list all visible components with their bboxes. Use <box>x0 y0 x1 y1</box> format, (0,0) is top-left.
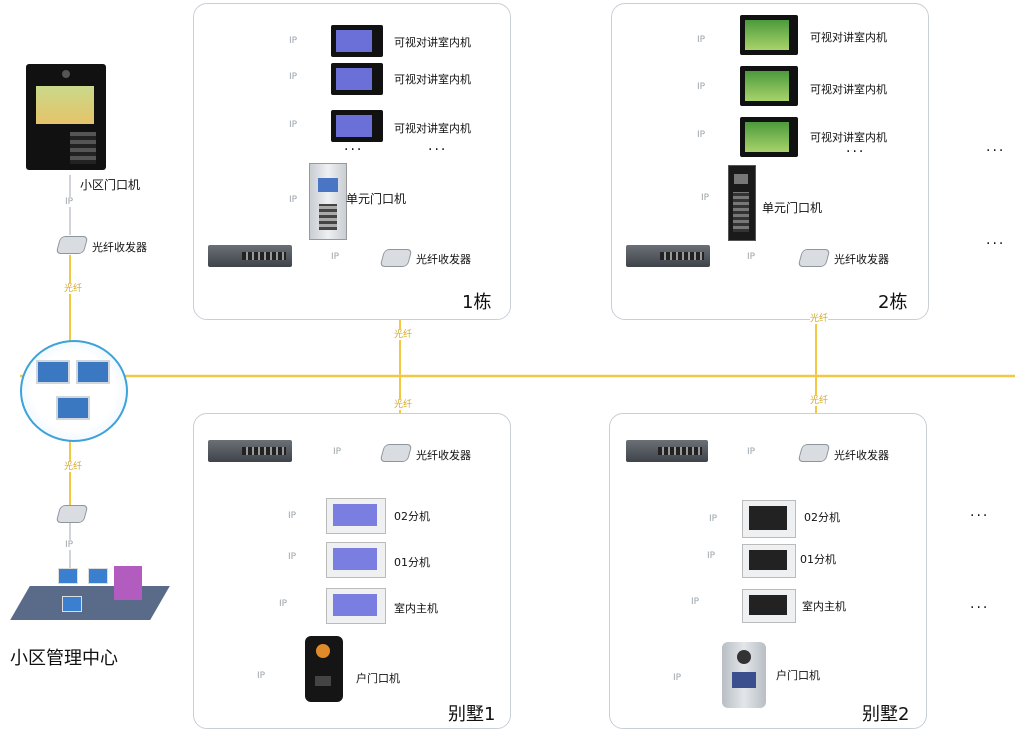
building-1-title: 1栋 <box>462 292 492 313</box>
ellipsis: ... <box>846 140 866 156</box>
indoor-unit-label: 可视对讲室内机 <box>394 122 471 135</box>
ip-label: IP <box>330 252 341 262</box>
door-station-icon <box>722 642 766 708</box>
transceiver-label: 光纤收发器 <box>92 241 147 254</box>
villa-unit-label: 01分机 <box>800 553 836 566</box>
villa-unit-label: 02分机 <box>804 511 840 524</box>
ip-label: IP <box>288 72 299 82</box>
network-switch-icon <box>626 245 710 267</box>
ip-label: IP <box>696 82 707 92</box>
more-villas-ellipsis: ··· <box>970 508 990 524</box>
transceiver-label: 光纤收发器 <box>834 449 889 462</box>
indoor-monitor-icon <box>331 25 383 57</box>
indoor-monitor-icon <box>740 117 798 157</box>
ip-label: IP <box>332 447 343 457</box>
unit-gate-label: 单元门口机 <box>762 201 823 215</box>
transceiver-label: 光纤收发器 <box>416 449 471 462</box>
indoor-extension-icon <box>326 542 386 578</box>
ip-label: IP <box>288 120 299 130</box>
fiber-label: 光纤 <box>64 462 83 472</box>
ip-label: IP <box>287 511 298 521</box>
unit-gate-label: 单元门口机 <box>346 192 407 206</box>
community-gate-device-icon <box>26 64 106 170</box>
fiber-label: 光纤 <box>394 400 413 410</box>
villa-unit-label: 室内主机 <box>802 600 846 613</box>
indoor-unit-label: 可视对讲室内机 <box>394 36 471 49</box>
villa-unit-label: 室内主机 <box>394 602 438 615</box>
villa-unit-label: 01分机 <box>394 556 430 569</box>
server-cluster-icon <box>20 340 128 442</box>
ip-label: IP <box>696 130 707 140</box>
ip-label: IP <box>64 540 75 550</box>
community-gate-label: 小区门口机 <box>80 178 141 192</box>
door-station-label: 户门口机 <box>356 672 400 685</box>
fiber-label: 光纤 <box>394 330 413 340</box>
fiber-transceiver-icon <box>55 505 89 523</box>
ip-label: IP <box>706 551 717 561</box>
building-2-panel <box>611 3 929 320</box>
fiber-transceiver-icon <box>797 444 831 462</box>
transceiver-label: 光纤收发器 <box>416 253 471 266</box>
fiber-transceiver-icon <box>379 444 413 462</box>
ip-label: IP <box>64 197 75 207</box>
indoor-extension-icon <box>742 544 796 578</box>
ip-label: IP <box>708 514 719 524</box>
ip-label: IP <box>287 552 298 562</box>
ellipsis: ... <box>344 138 364 154</box>
indoor-unit-label: 可视对讲室内机 <box>810 83 887 96</box>
ip-label: IP <box>690 597 701 607</box>
management-center-icon <box>10 566 170 626</box>
network-switch-icon <box>208 440 292 462</box>
unit-gate-device-icon <box>728 165 756 241</box>
unit-gate-device-icon <box>309 163 347 240</box>
villa-2-title: 别墅2 <box>862 704 910 725</box>
more-buildings-ellipsis: ··· <box>986 236 1006 252</box>
network-switch-icon <box>208 245 292 267</box>
ip-label: IP <box>700 193 711 203</box>
villa-1-title: 别墅1 <box>448 704 496 725</box>
indoor-extension-icon <box>742 500 796 538</box>
network-switch-icon <box>626 440 708 462</box>
indoor-unit-label: 可视对讲室内机 <box>810 131 887 144</box>
fiber-label: 光纤 <box>64 284 83 294</box>
ip-label: IP <box>696 35 707 45</box>
indoor-master-icon <box>326 588 386 624</box>
indoor-monitor-icon <box>740 15 798 55</box>
ip-label: IP <box>746 252 757 262</box>
fiber-label: 光纤 <box>810 396 829 406</box>
ip-label: IP <box>288 36 299 46</box>
fiber-transceiver-icon <box>379 249 413 267</box>
villa-unit-label: 02分机 <box>394 510 430 523</box>
indoor-monitor-icon <box>331 63 383 95</box>
more-villas-ellipsis: ··· <box>970 600 990 616</box>
ellipsis: ... <box>428 138 448 154</box>
transceiver-label: 光纤收发器 <box>834 253 889 266</box>
fiber-label: 光纤 <box>810 314 829 324</box>
door-station-label: 户门口机 <box>776 669 820 682</box>
building-2-title: 2栋 <box>878 292 908 313</box>
indoor-master-icon <box>742 589 796 623</box>
ip-label: IP <box>288 195 299 205</box>
fiber-transceiver-icon <box>797 249 831 267</box>
indoor-monitor-icon <box>331 110 383 142</box>
ip-label: IP <box>278 599 289 609</box>
indoor-extension-icon <box>326 498 386 534</box>
ip-label: IP <box>746 447 757 457</box>
indoor-monitor-icon <box>740 66 798 106</box>
fiber-transceiver-icon <box>55 236 89 254</box>
more-buildings-ellipsis: ··· <box>986 143 1006 159</box>
management-center-label: 小区管理中心 <box>10 648 118 669</box>
ip-label: IP <box>672 673 683 683</box>
door-station-icon <box>305 636 343 702</box>
ip-label: IP <box>256 671 267 681</box>
indoor-unit-label: 可视对讲室内机 <box>394 73 471 86</box>
indoor-unit-label: 可视对讲室内机 <box>810 31 887 44</box>
